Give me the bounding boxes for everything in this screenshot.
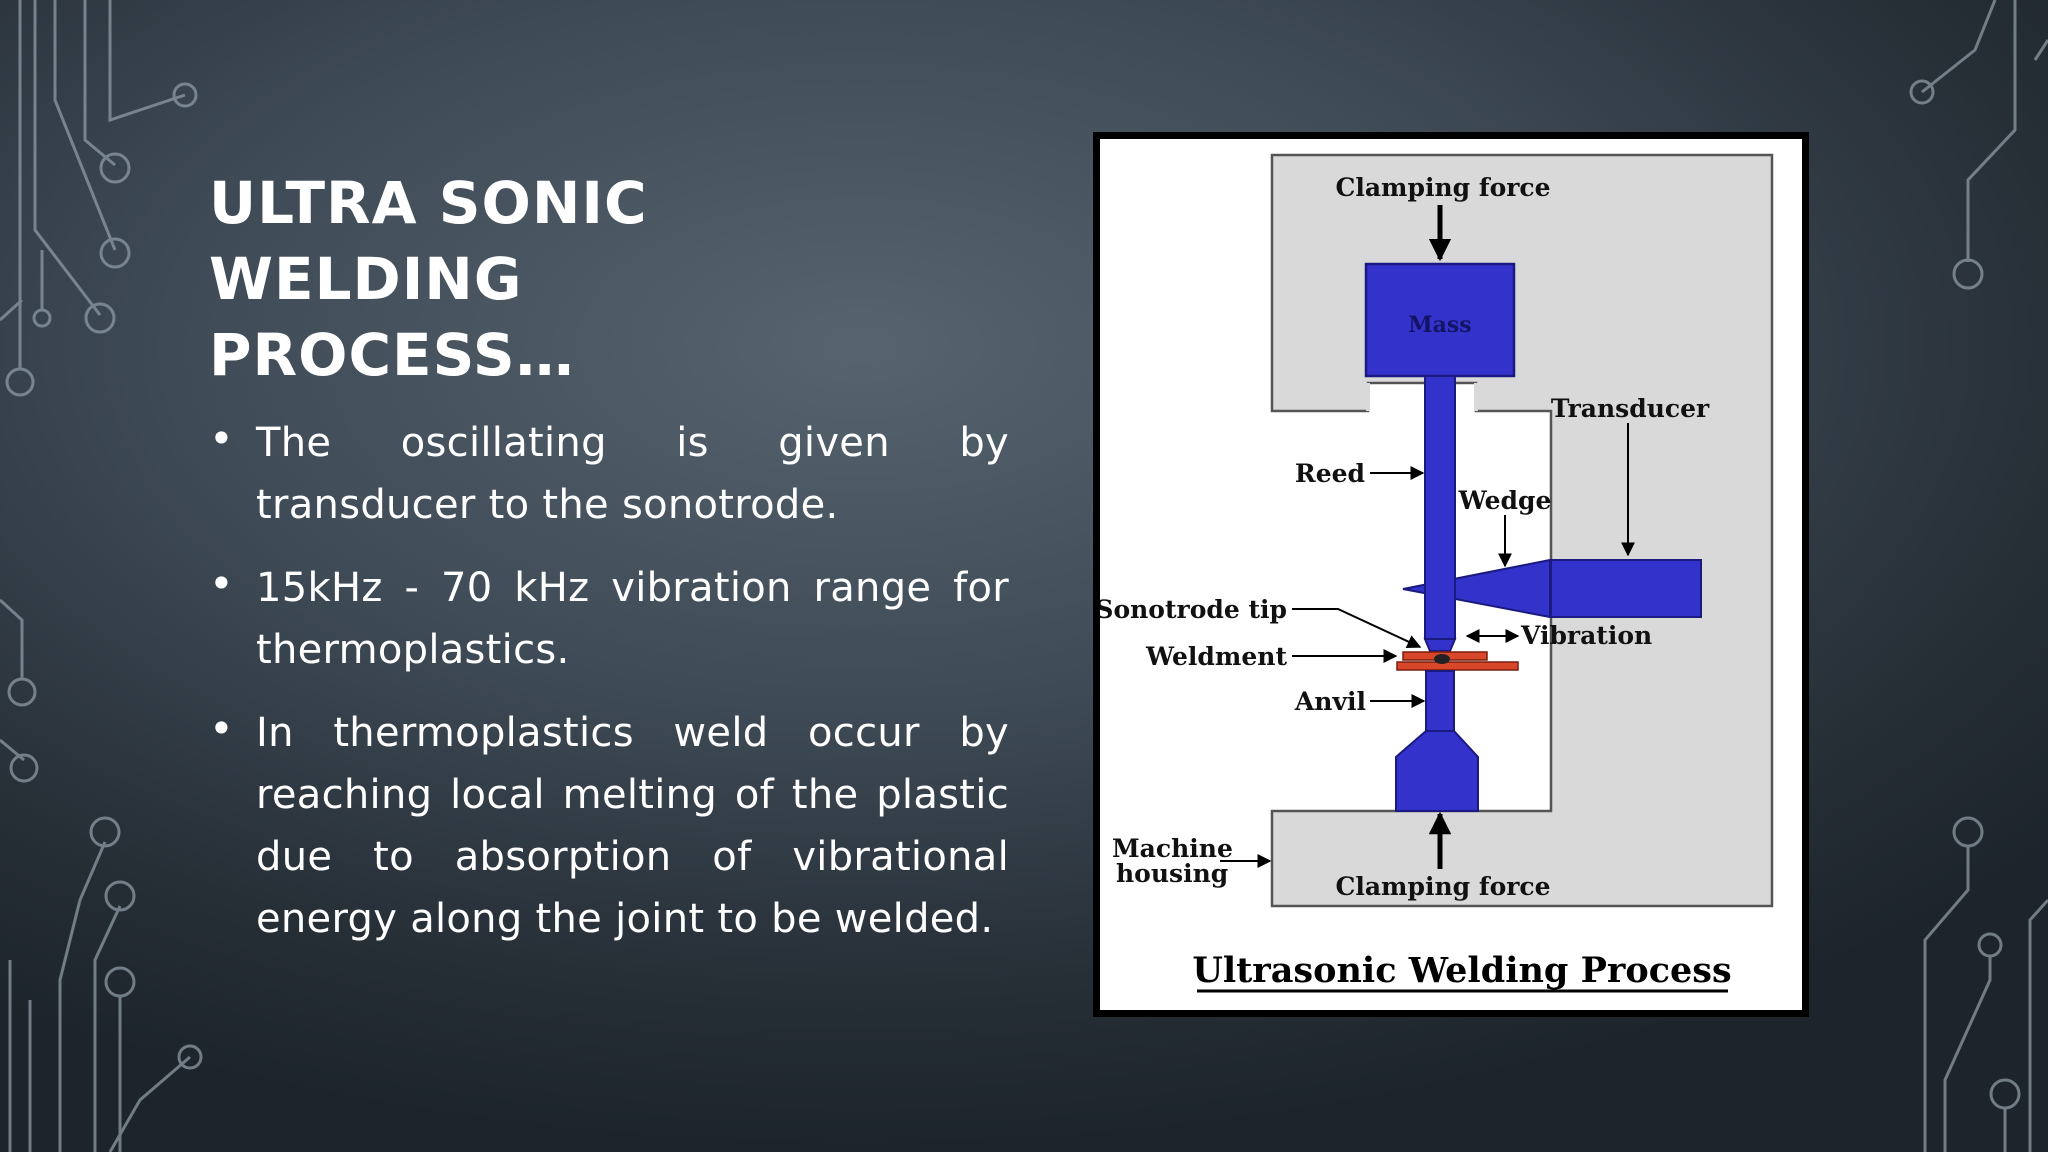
diagram-caption: Ultrasonic Welding Process — [1192, 950, 1731, 991]
slide-title: ULTRA SONIC WELDING PROCESS… — [209, 165, 969, 393]
weldment-bottom — [1396, 661, 1519, 671]
label-vibration: Vibration — [1520, 621, 1652, 650]
bullet-item-3: In thermoplastics weld occur by reaching… — [209, 698, 1009, 950]
label-anvil: Anvil — [1294, 687, 1366, 716]
ultrasonic-welding-diagram: Mass Clamping force T — [1100, 153, 1774, 993]
diagram-panel: Mass Clamping force T — [1100, 139, 1802, 1010]
label-wedge: Wedge — [1458, 486, 1552, 515]
label-machine-housing-line1: Machine — [1112, 834, 1233, 863]
bullet-list: The oscillating is given by transducer t… — [209, 408, 1009, 971]
bullet-item-2: 15kHz - 70 kHz vibration range for therm… — [209, 553, 1009, 681]
label-clamping-force-top: Clamping force — [1335, 173, 1550, 202]
diagram-frame: Mass Clamping force T — [1093, 132, 1809, 1017]
sonotrode-tip — [1423, 638, 1457, 652]
label-weldment: Weldment — [1145, 642, 1287, 671]
label-machine-housing-line2: housing — [1116, 859, 1228, 888]
transducer — [1550, 559, 1702, 618]
bullet-item-1: The oscillating is given by transducer t… — [209, 408, 1009, 536]
machine-housing — [1270, 153, 1774, 908]
mass — [1364, 262, 1516, 378]
title-line-2: PROCESS… — [209, 321, 575, 389]
label-transducer: Transducer — [1551, 394, 1710, 423]
reed — [1424, 375, 1456, 640]
anvil-stem — [1425, 670, 1455, 732]
label-sonotrode-tip: Sonotrode tip — [1100, 595, 1287, 624]
label-reed: Reed — [1295, 459, 1365, 488]
mass-label: Mass — [1408, 312, 1471, 338]
title-line-1: ULTRA SONIC WELDING — [209, 169, 648, 313]
label-clamping-force-bottom: Clamping force — [1335, 872, 1550, 901]
anvil-base — [1395, 730, 1479, 812]
wedge — [1402, 558, 1551, 619]
